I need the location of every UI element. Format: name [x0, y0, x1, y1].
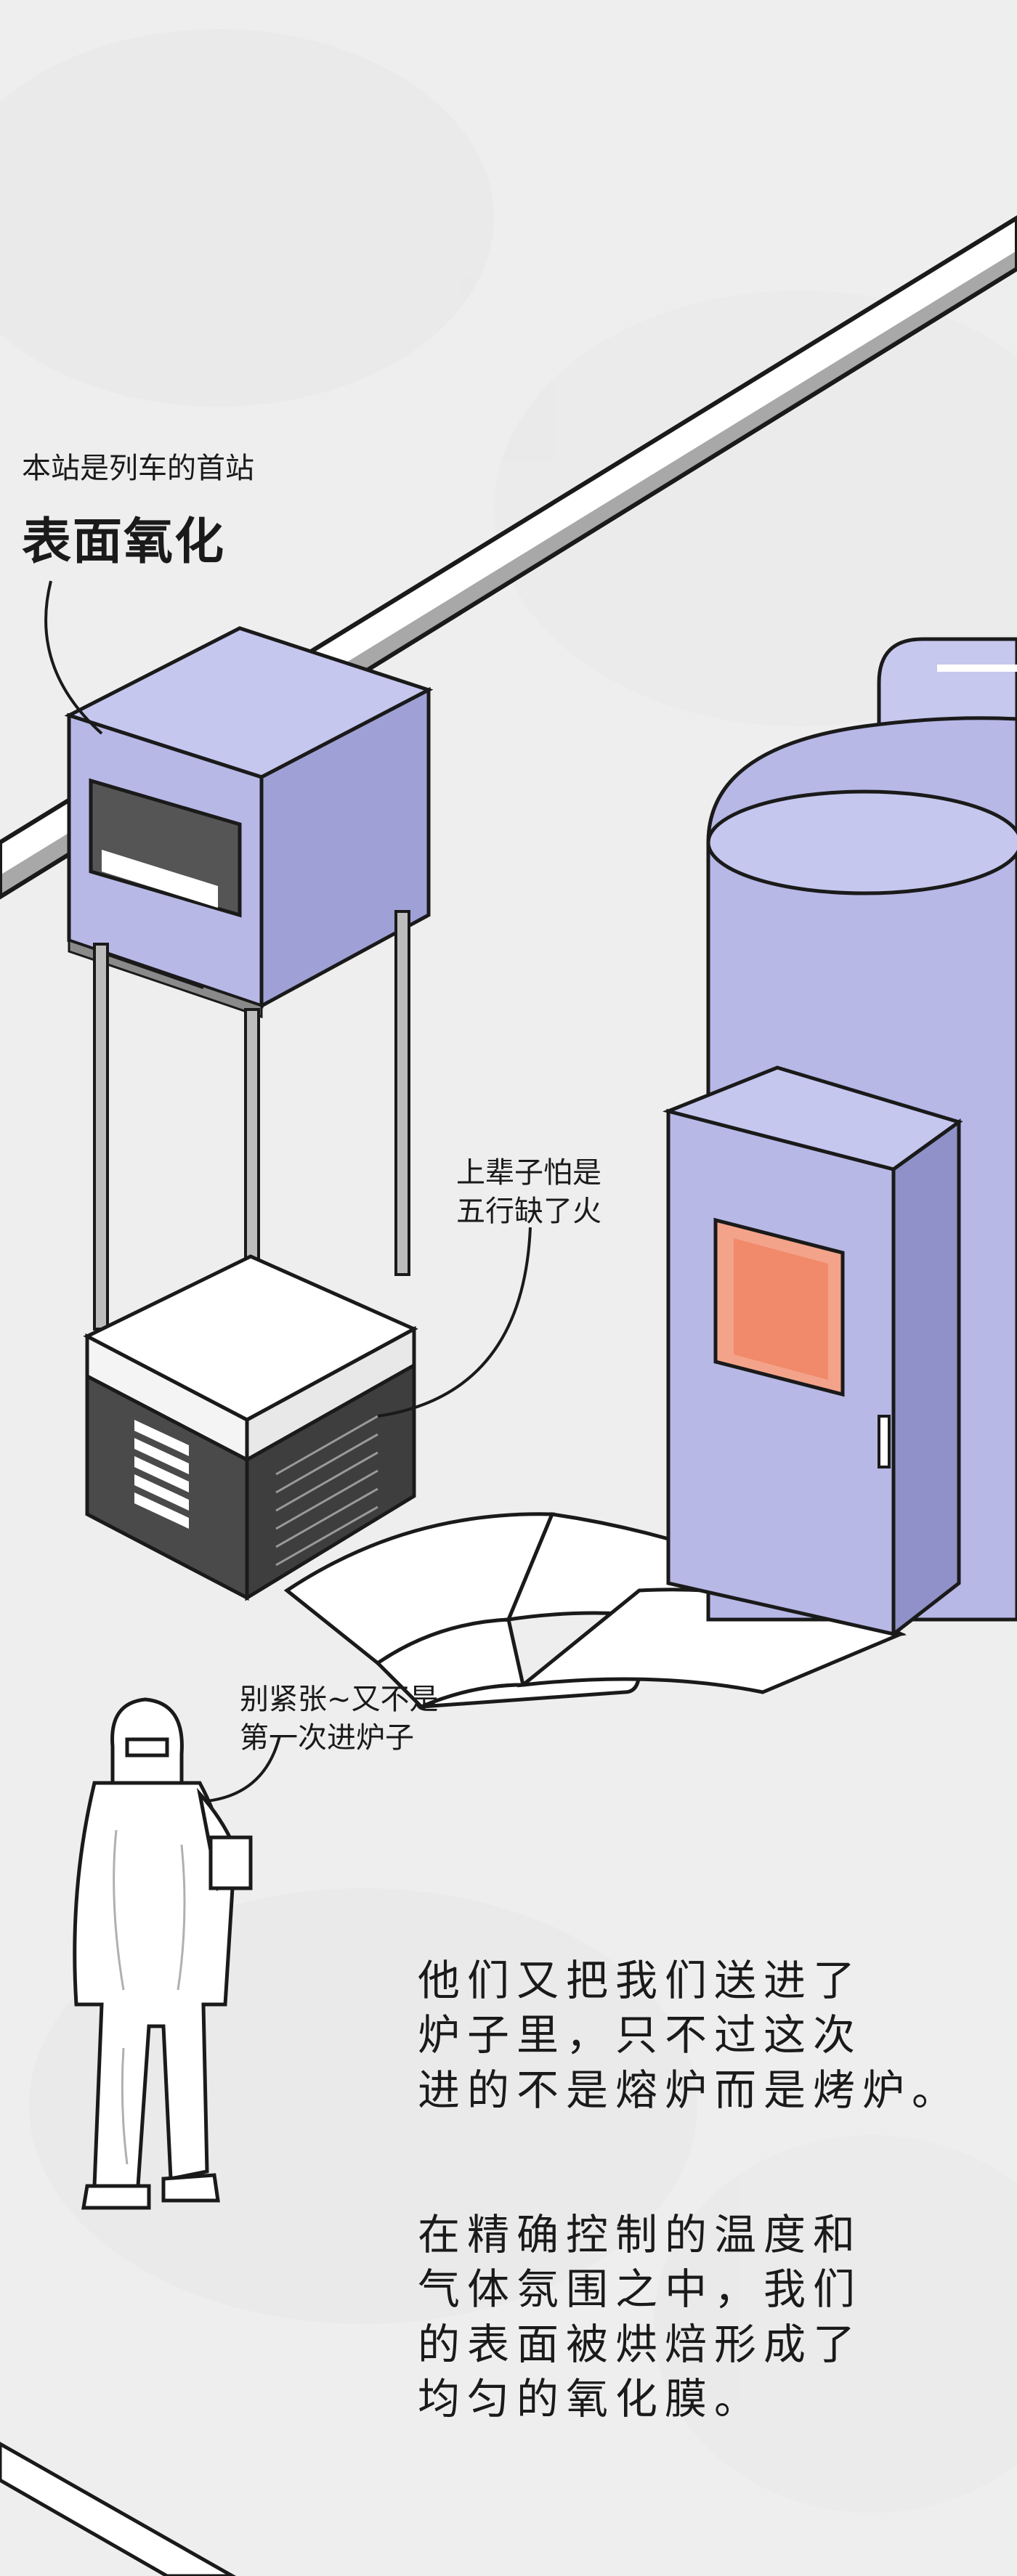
narration-2-line4: 均匀的氧化膜。 — [418, 2374, 764, 2424]
narration-2-line2: 气体氛围之中，我们 — [418, 2264, 863, 2315]
narration-block-1: 他们又把我们送进了 炉子里，只不过这次 进的不是熔炉而是烤炉。 — [418, 1954, 961, 2118]
machine-bubble-line1: 上辈子怕是 — [456, 1156, 601, 1190]
worker-bubble-line1: 别紧张~又不是 — [240, 1683, 439, 1716]
oxidation-furnace — [662, 637, 1017, 1638]
station-caption-line1: 本站是列车的首站 — [22, 452, 254, 485]
bottom-rail — [0, 2442, 237, 2576]
background-texture — [0, 29, 1017, 2513]
station-title: 表面氧化 — [22, 513, 226, 571]
worker-in-cleanroom-suit — [73, 1697, 253, 2210]
narration-2-line1: 在精确控制的温度和 — [418, 2210, 863, 2259]
narration-block-2: 在精确控制的温度和 气体氛围之中，我们 的表面被烘焙形成了 均匀的氧化膜。 — [418, 2208, 862, 2427]
narration-1-line3: 进的不是熔炉而是烤炉。 — [418, 2065, 962, 2115]
narration-1-line2: 炉子里，只不过这次 — [418, 2010, 863, 2060]
machine-bubble-line2: 五行缺了火 — [456, 1195, 601, 1228]
narration-1-line1: 他们又把我们送进了 — [418, 1956, 863, 2005]
transport-robot — [64, 626, 434, 1019]
speech-tails — [44, 580, 532, 1803]
narration-2-line3: 的表面被烘焙形成了 — [418, 2319, 863, 2369]
worker-bubble-line2: 第一次进炉子 — [240, 1721, 414, 1755]
wafer-cassette — [83, 1254, 418, 1601]
